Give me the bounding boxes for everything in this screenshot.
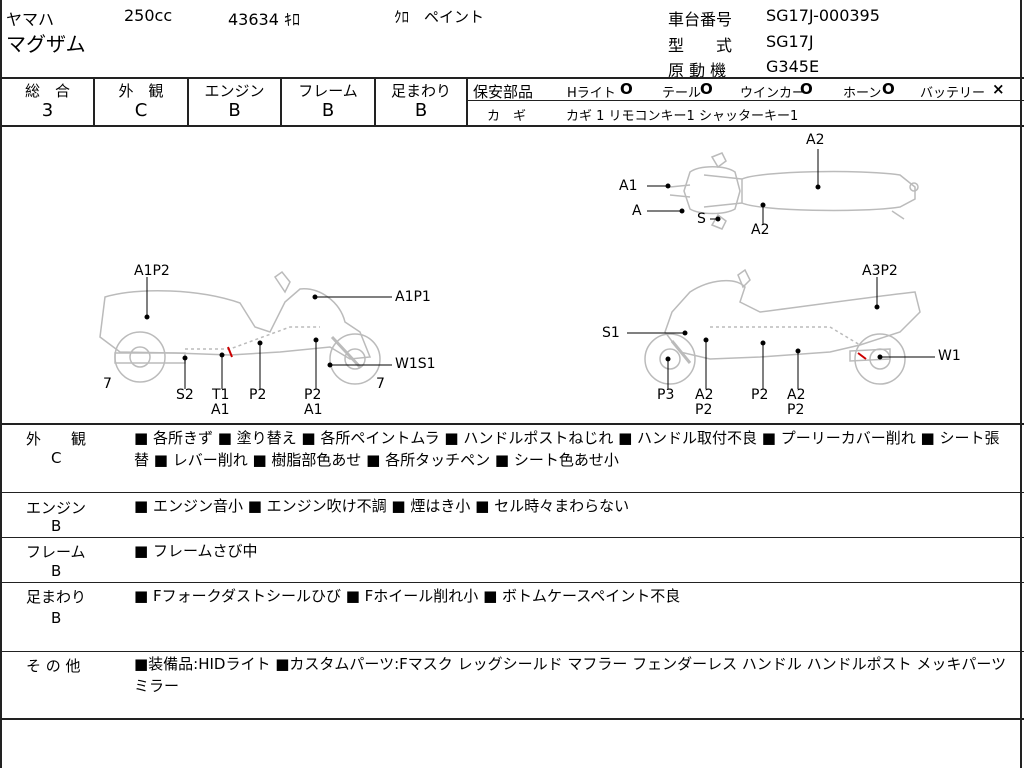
divider [280, 77, 282, 125]
engine-model-label: 原 動 機 [668, 61, 727, 80]
divider [93, 77, 95, 125]
diagram-label: W1S1 [395, 356, 436, 372]
detail-label: 足まわり [26, 588, 87, 606]
engine-grade: B [228, 100, 241, 121]
detail-text: ■ エンジン音小 ■ エンジン吹け不調 ■ 煙はき小 ■ セル時々まわらない [134, 497, 630, 515]
divider [1020, 0, 1022, 768]
engine-label: エンジン [204, 82, 265, 100]
maker: ヤマハ [6, 10, 55, 29]
detail-label: そ の 他 [26, 657, 81, 675]
diagram-label: P2 [751, 387, 769, 403]
exterior-grade: C [134, 100, 148, 121]
frame-no-label: 車台番号 [668, 10, 733, 29]
damage-diagram [99, 149, 935, 389]
tail-status: O [700, 80, 713, 98]
headlight-label: Hライト [567, 86, 616, 101]
type-value: SG17J [766, 32, 814, 51]
winker-status: O [800, 80, 813, 98]
divider [0, 537, 1024, 538]
diagram-label: S [697, 211, 706, 227]
tail-label: テール [662, 86, 702, 101]
diagram-label: W1 [938, 348, 961, 364]
winker-label: ウインカー [740, 86, 806, 101]
battery-status: × [992, 80, 1005, 98]
exterior-label: 外 観 [118, 82, 164, 100]
detail-grade: B [51, 517, 62, 535]
frame-label: フレーム [298, 82, 358, 100]
diagram-label: P2 [695, 402, 713, 418]
callout-lines [144, 149, 935, 389]
overall-grade: 3 [41, 100, 54, 121]
detail-grade: B [51, 609, 62, 627]
detail-grade: B [51, 562, 62, 580]
battery-label: バッテリー [920, 86, 986, 101]
diagram-label: T1 [212, 387, 230, 403]
headlight-status: O [620, 80, 633, 98]
diagram-label: A1 [619, 178, 638, 194]
divider [466, 77, 468, 125]
divider [0, 0, 2, 768]
diagram-label: A1 [304, 402, 323, 418]
diagram-label: A3P2 [862, 263, 898, 279]
keys-value: カギ 1 リモコンキー1 シャッターキー1 [566, 109, 799, 124]
divider [0, 582, 1024, 583]
horn-label: ホーン [843, 86, 882, 101]
diagram-label: 7 [103, 376, 112, 392]
frame-no: SG17J-000395 [766, 6, 880, 25]
detail-text: ■ Fフォークダストシールひび ■ Fホイール削れ小 ■ ボトムケースペイント不… [134, 587, 681, 605]
diagram-label: P2 [787, 402, 805, 418]
divider [0, 423, 1024, 425]
diagram-label: A2 [695, 387, 714, 403]
suspension-label: 足まわり [390, 82, 451, 100]
model-name: マグザム [6, 32, 86, 56]
diagram-label: A1 [211, 402, 230, 418]
type-label: 型 式 [668, 36, 733, 55]
divider [374, 77, 376, 125]
overall-label: 総 合 [24, 82, 70, 100]
divider [0, 77, 1024, 79]
diagram-label: 7 [376, 376, 385, 392]
diagram-label: P2 [249, 387, 267, 403]
detail-label: フレーム [26, 543, 86, 561]
safety-label: 保安部品 [473, 83, 534, 101]
diagram-label: A1P2 [134, 263, 170, 279]
mileage: 43634 ｷﾛ [228, 10, 300, 29]
keys-label: カ ギ [487, 109, 527, 124]
divider [0, 492, 1024, 493]
diagram-label: S2 [176, 387, 194, 403]
engine-model-value: G345E [766, 57, 820, 76]
diagram-label: A [632, 203, 642, 219]
detail-text: ■ フレームさび中 [134, 542, 258, 560]
diagram-label: A2 [787, 387, 806, 403]
divider [0, 718, 1024, 720]
scooter-top-view [669, 152, 919, 230]
detail-grade: C [51, 449, 62, 467]
color: ｸﾛ ペイント [394, 8, 485, 26]
scooter-left-view [99, 270, 381, 385]
divider [0, 651, 1024, 652]
divider [466, 100, 1024, 101]
divider [0, 125, 1024, 127]
diagram-label: P2 [304, 387, 322, 403]
diagram-label: A1P1 [395, 289, 431, 305]
horn-status: O [882, 80, 895, 98]
diagram-label: P3 [657, 387, 675, 403]
detail-label: エンジン [26, 499, 87, 517]
damage-marks [227, 346, 867, 360]
frame-grade: B [321, 100, 335, 121]
scooter-right-view [644, 268, 921, 385]
diagram-label: S1 [602, 325, 620, 341]
diagram-label: A2 [806, 132, 825, 148]
divider [187, 77, 189, 125]
displacement: 250cc [124, 6, 173, 25]
detail-label: 外 観 [26, 430, 87, 448]
detail-text: ■装備品:HIDライト ■カスタムパーツ:Fマスク レッグシールド マフラー フ… [134, 655, 1007, 695]
suspension-grade: B [414, 100, 428, 121]
diagram-label: A2 [751, 222, 770, 238]
detail-text: ■ 各所きず ■ 塗り替え ■ 各所ペイントムラ ■ ハンドルポストねじれ ■ … [134, 429, 1000, 469]
